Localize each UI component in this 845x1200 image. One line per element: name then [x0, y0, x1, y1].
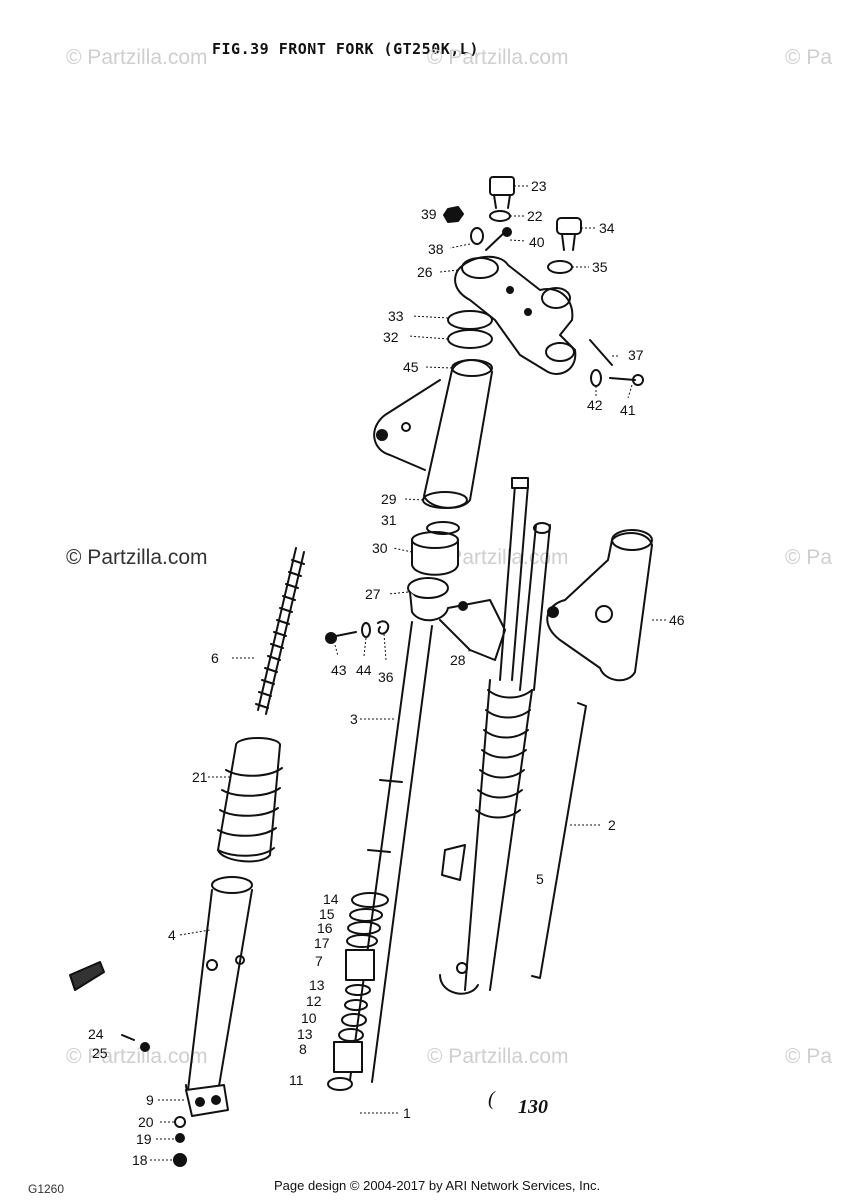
label-part-30: 30 [372, 540, 388, 556]
part-27-lower-bracket[interactable] [407, 577, 506, 661]
label-part-9: 9 [146, 1092, 154, 1108]
label-part-12: 12 [306, 993, 322, 1009]
label-part-26: 26 [417, 264, 433, 280]
label-part-45: 45 [403, 359, 419, 375]
page-number: 130 [518, 1096, 548, 1118]
label-part-17: 17 [314, 935, 330, 951]
watermark-bottom-center: © Partzilla.com [427, 1045, 569, 1068]
part-2-fork-assembly[interactable] [439, 477, 551, 995]
watermark-mid-left: © Partzilla.com [66, 546, 208, 569]
label-part-22: 22 [527, 208, 543, 224]
label-part-39: 39 [421, 206, 437, 222]
part-20-washer[interactable] [174, 1116, 186, 1128]
copyright-footer: Page design © 2004-2017 by ARI Network S… [274, 1178, 601, 1193]
page-tick-mark: ( [488, 1088, 495, 1110]
label-part-3: 3 [350, 711, 358, 727]
part-4-outer-tube[interactable] [185, 876, 253, 1100]
label-part-29: 29 [381, 491, 397, 507]
part-24-bolt[interactable] [121, 1034, 135, 1041]
label-part-23: 23 [531, 178, 547, 194]
part-1-damper-rod-set[interactable] [327, 892, 389, 1091]
label-part-21: 21 [192, 769, 208, 785]
label-part-34: 34 [599, 220, 615, 236]
part-35-washer[interactable] [547, 260, 573, 274]
label-part-16: 16 [317, 920, 333, 936]
part-36-clip[interactable] [377, 620, 390, 635]
part-25-washer[interactable] [140, 1042, 150, 1052]
label-part-42: 42 [587, 397, 603, 413]
part-38-washer[interactable] [470, 227, 484, 245]
part-26-upper-bracket[interactable] [454, 255, 577, 375]
label-part-24: 24 [88, 1026, 104, 1042]
part-9-axle-holder[interactable] [185, 1084, 229, 1117]
part-22-washer[interactable] [489, 210, 511, 222]
part-33-ring[interactable] [447, 310, 493, 330]
label-part-28: 28 [450, 652, 466, 668]
label-part-7: 7 [315, 953, 323, 969]
part-43-bolt[interactable] [325, 631, 357, 644]
label-part-31: 31 [381, 512, 397, 528]
part-44-washer[interactable] [361, 622, 371, 638]
watermark-mid-right: © Pa [785, 546, 832, 569]
part-45-fork-cover[interactable] [373, 359, 493, 509]
label-part-13-upper: 13 [309, 977, 325, 993]
label-part-20: 20 [138, 1114, 154, 1130]
label-part-25: 25 [92, 1045, 108, 1061]
label-part-14: 14 [323, 891, 339, 907]
label-part-38: 38 [428, 241, 444, 257]
label-part-43: 43 [331, 662, 347, 678]
label-part-46: 46 [669, 612, 685, 628]
label-part-6: 6 [211, 650, 219, 666]
label-part-32: 32 [383, 329, 399, 345]
part-19-washer[interactable] [175, 1133, 185, 1143]
label-part-4: 4 [168, 927, 176, 943]
part-34-bolt[interactable] [556, 217, 582, 251]
label-part-15: 15 [319, 906, 335, 922]
label-part-10: 10 [301, 1010, 317, 1026]
label-part-36: 36 [378, 669, 394, 685]
leader-lines [150, 185, 668, 1161]
watermark-top-center: © Partzilla.com [427, 46, 569, 69]
part-18-nut[interactable] [173, 1153, 187, 1167]
figure-code: G1260 [28, 1182, 65, 1196]
part-21-rubber-boot[interactable] [217, 737, 283, 863]
part-42-washer[interactable] [590, 369, 602, 387]
label-part-19: 19 [136, 1131, 152, 1147]
label-part-2: 2 [608, 817, 616, 833]
part-37-bolt[interactable] [589, 339, 613, 366]
figure-title: FIG.39 FRONT FORK (GT250K,L) [212, 40, 479, 58]
label-part-40: 40 [529, 234, 545, 250]
label-part-5: 5 [536, 871, 544, 887]
label-part-1: 1 [403, 1105, 411, 1121]
part-46-headlight-bracket[interactable] [546, 529, 653, 682]
watermark-top-left: © Partzilla.com [66, 46, 208, 69]
front-arrow-icon [69, 961, 105, 991]
label-part-44: 44 [356, 662, 372, 678]
label-part-35: 35 [592, 259, 608, 275]
label-part-27: 27 [365, 586, 381, 602]
part-32-ring[interactable] [447, 329, 493, 349]
watermark-bottom-left: © Partzilla.com [66, 1045, 208, 1068]
label-part-11: 11 [289, 1072, 304, 1088]
assembly-bracket-line [531, 702, 587, 979]
label-part-33: 33 [388, 308, 404, 324]
label-part-18: 18 [132, 1152, 148, 1168]
part-30-spacer[interactable] [411, 531, 459, 576]
label-part-13-lower: 13 [297, 1026, 313, 1042]
watermark-bottom-right: © Pa [785, 1045, 832, 1068]
part-6-spring[interactable] [255, 547, 305, 715]
part-23-bolt[interactable] [489, 176, 515, 209]
label-part-41: 41 [620, 402, 636, 418]
part-31-washer[interactable] [426, 521, 460, 535]
part-40-bolt[interactable] [485, 227, 512, 251]
label-part-37: 37 [628, 347, 644, 363]
part-41-bolt[interactable] [609, 374, 644, 386]
part-3-inner-tube[interactable] [349, 621, 433, 1083]
watermark-top-right: © Pa [785, 46, 832, 69]
label-part-8: 8 [299, 1041, 307, 1057]
